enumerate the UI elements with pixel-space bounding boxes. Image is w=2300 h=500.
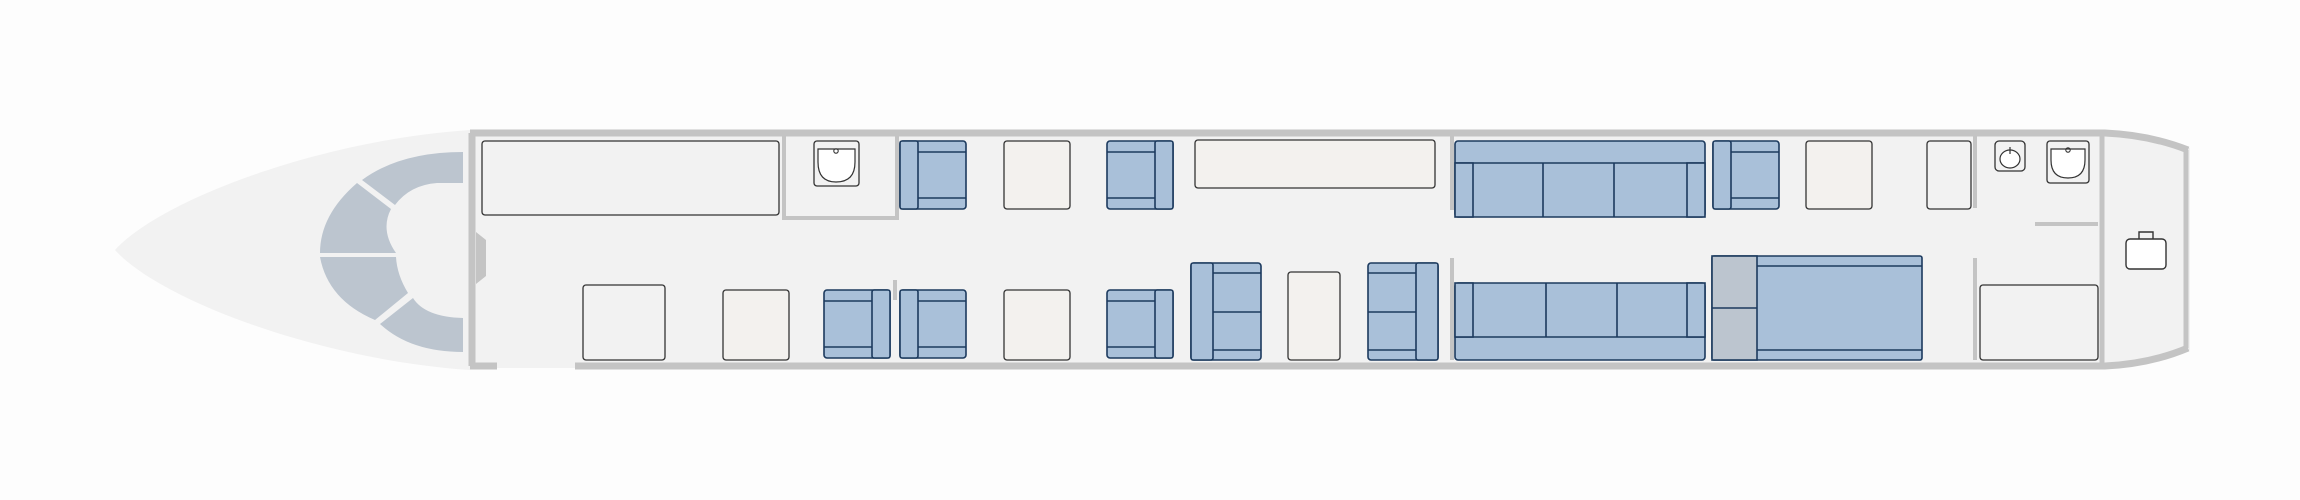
- partitions: [782, 136, 2098, 360]
- side-table: [722, 289, 790, 361]
- single-seats: [823, 140, 1780, 359]
- double-seat: [1367, 262, 1439, 361]
- cockpit-seat-bottom-b: [320, 257, 408, 320]
- fuselage-walls: [468, 129, 2190, 370]
- aft-lavatory-sink: [2046, 140, 2090, 184]
- cockpit-seating: [320, 152, 463, 352]
- double-seats: [1190, 262, 1439, 361]
- double-seat: [1190, 262, 1262, 361]
- galley-counter: [481, 140, 780, 216]
- side-table: [1926, 140, 1972, 210]
- side-table: [1979, 284, 2099, 361]
- divans: [1454, 140, 1923, 361]
- divan-top: [1454, 140, 1706, 218]
- single-seat: [899, 140, 967, 210]
- side-tables: [582, 140, 2099, 361]
- credenza: [1194, 139, 1436, 189]
- cockpit-seat-top-a: [362, 152, 463, 205]
- single-seat: [823, 289, 891, 359]
- single-seat: [1712, 140, 1780, 210]
- cockpit-seat-bottom-a: [380, 298, 463, 352]
- side-table: [1003, 289, 1071, 361]
- side-table: [1003, 140, 1071, 210]
- aft-lavatory-toilet: [1994, 140, 2026, 172]
- side-table: [1805, 140, 1873, 210]
- side-table: [1287, 271, 1341, 361]
- entry-door-step: [476, 232, 486, 284]
- single-seat: [899, 289, 967, 359]
- single-seat: [1106, 289, 1174, 359]
- forward-lavatory-sink: [813, 140, 860, 187]
- berth: [1711, 255, 1923, 361]
- divan-bottom: [1454, 282, 1706, 361]
- single-seat: [1106, 140, 1174, 210]
- side-table: [582, 284, 666, 361]
- cockpit-seat-top-b: [320, 183, 396, 253]
- suitcase-icon: [2125, 231, 2167, 270]
